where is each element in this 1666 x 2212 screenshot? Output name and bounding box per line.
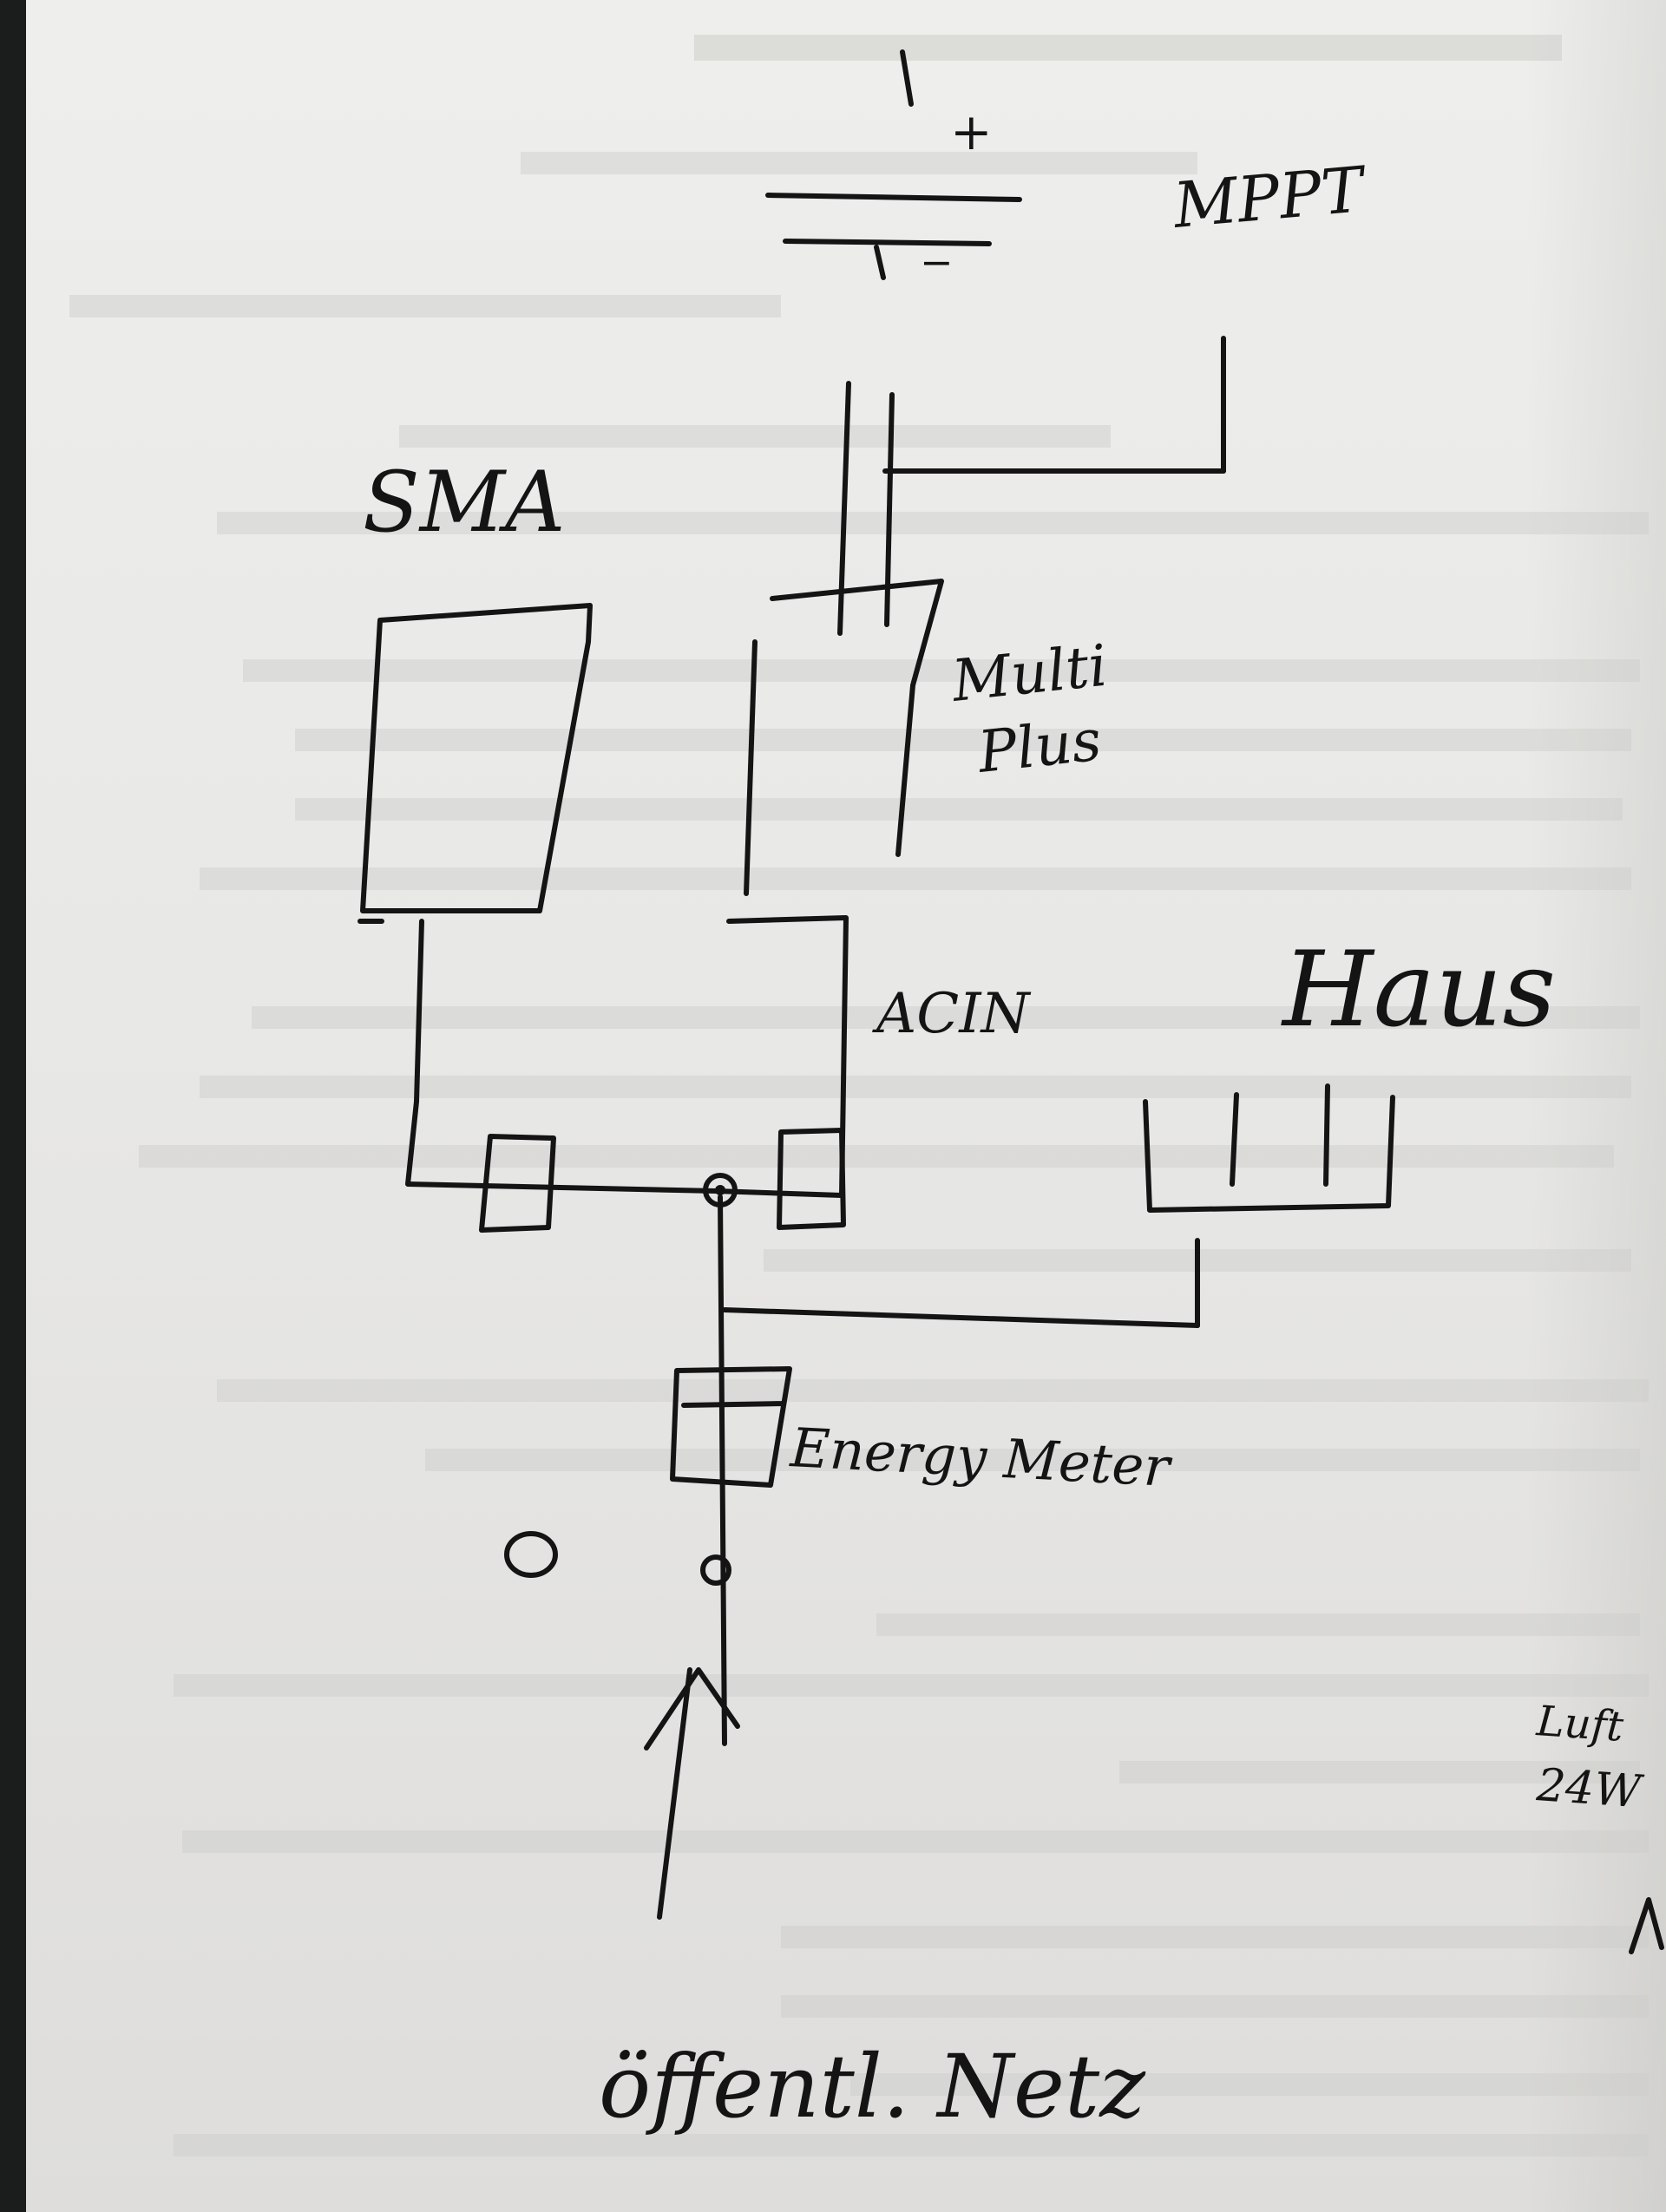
power-label-line2: 24W (1534, 1759, 1645, 1819)
sma-box (360, 603, 593, 913)
haus-label: Haus (1281, 930, 1556, 1050)
multiplus-label-line2: Plus (974, 707, 1105, 787)
haus-load-1 (1230, 1092, 1239, 1187)
phase-terminal (700, 1554, 731, 1586)
energy-meter-label: Energy Meter (788, 1416, 1174, 1499)
sma-breaker (479, 1134, 556, 1233)
haus-load-2 (1323, 1083, 1330, 1187)
grid-arrow (644, 1667, 740, 1920)
battery-minus-label: − (920, 239, 954, 285)
multiplus-label-line1: Multi (948, 632, 1111, 715)
junction-node-dot (715, 1185, 725, 1195)
sma-label: SMA (363, 454, 565, 551)
dc-wiring (837, 336, 1226, 636)
neutral-terminal (504, 1531, 558, 1578)
multiplus-box (744, 579, 944, 896)
mppt-label: MPPT (1169, 153, 1370, 242)
energy-meter-box (670, 1366, 792, 1488)
power-label-line1: Luft (1534, 1697, 1625, 1751)
grid-label: öffentl. Netz (599, 2036, 1146, 2137)
multiplus-breaker (777, 1128, 846, 1230)
battery-symbol (765, 49, 1022, 280)
haus-bracket (1143, 1095, 1395, 1213)
acin-label: ACIN (872, 982, 1031, 1046)
bleed-through-text (69, 35, 1649, 2156)
ac-wiring (405, 915, 1200, 1746)
power-arrow (1629, 1897, 1664, 1954)
battery-plus-label: + (950, 102, 993, 161)
junction-node (703, 1173, 738, 1207)
